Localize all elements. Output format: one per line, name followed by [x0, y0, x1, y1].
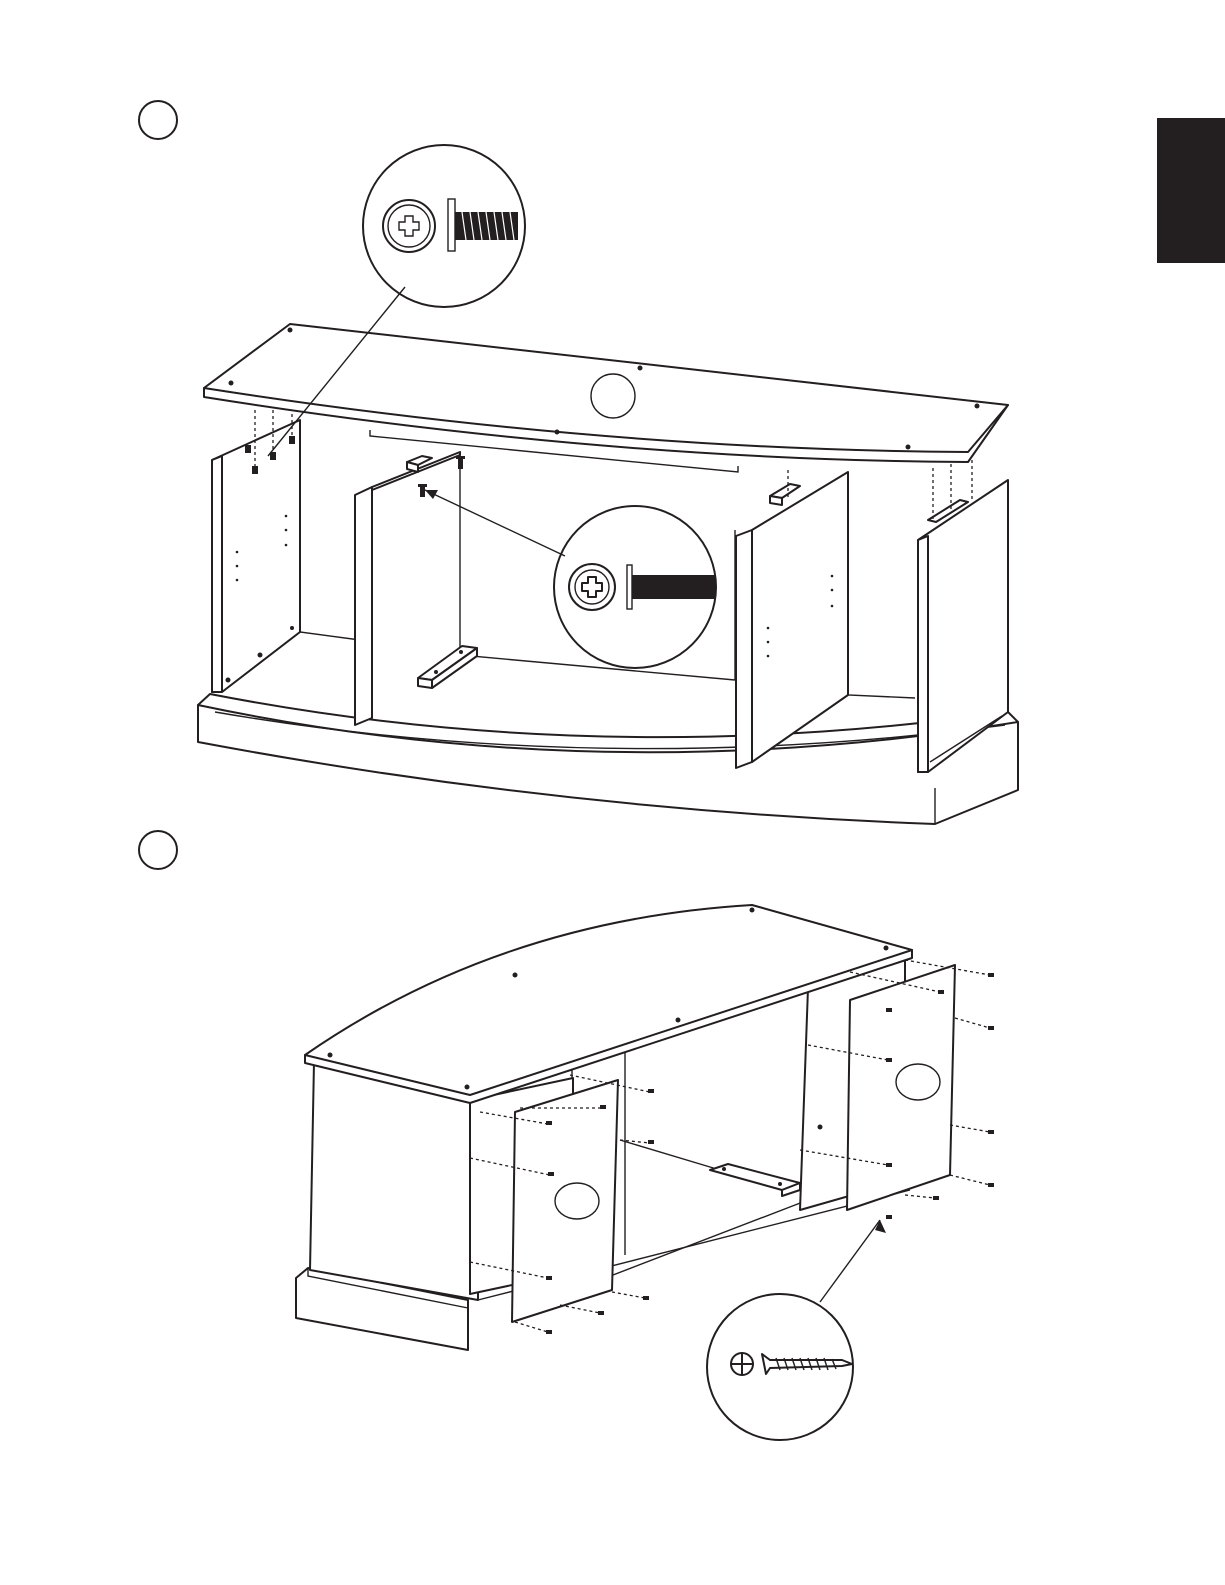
floor-cleat-2 [710, 1164, 800, 1196]
phillips-bolt-icon [399, 216, 419, 236]
left-divider-panel [355, 452, 460, 725]
back-panel-right-edge [848, 472, 915, 698]
table-top [204, 324, 1008, 472]
right-divider-panel [736, 472, 848, 768]
left-side-panel [212, 420, 300, 692]
right-back-panel [800, 958, 955, 1210]
step-1-figure [198, 145, 1018, 824]
phillips-bolt-icon [582, 577, 602, 597]
floor-cleat [418, 646, 477, 688]
step-2-figure [296, 905, 994, 1440]
base-plinth [198, 694, 1018, 824]
callout-bolt-middle [425, 490, 716, 668]
callout-screw-bottom [707, 1220, 886, 1440]
back-panel-left-edge [300, 420, 360, 640]
back-panel-floor-line [460, 452, 735, 680]
